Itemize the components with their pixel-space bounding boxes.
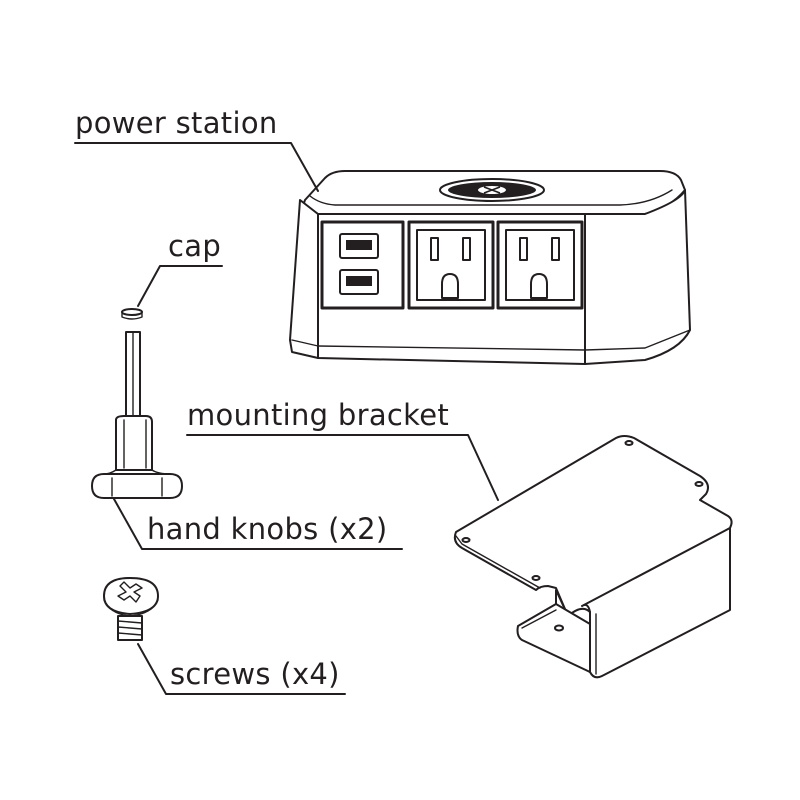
label-hand-knobs: hand knobs (x2) [147,512,388,546]
leader-hand-knobs [113,498,403,550]
mounting-bracket-illustration [453,435,733,679]
ac-outlet-2 [496,220,584,310]
usb-ports [320,220,405,310]
hand-knob-illustration [91,331,183,499]
label-screws: screws (x4) [170,657,340,691]
leader-mounting-bracket [186,434,499,501]
leader-cap [137,265,223,307]
cap-illustration [121,308,143,320]
label-power-station: power station [75,106,278,140]
leader-power-station [74,142,319,192]
wireless-charger-icon [439,178,545,202]
phillips-cross-icon [117,581,143,603]
ac-outlet-1 [407,220,495,310]
label-cap: cap [168,229,221,263]
power-station-illustration [289,170,691,365]
leader-screws [137,643,346,695]
screw-illustration [103,577,159,641]
label-mounting-bracket: mounting bracket [187,398,449,432]
